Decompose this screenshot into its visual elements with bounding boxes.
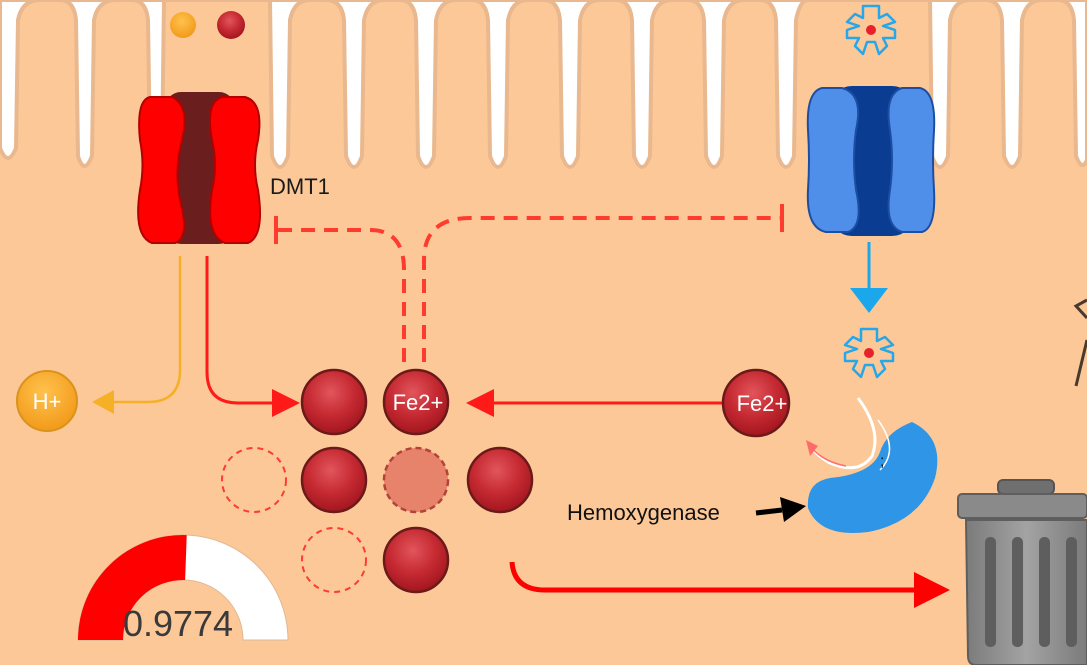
fe2-right-label: Fe2+ [737, 391, 788, 416]
heme-transporter [806, 86, 936, 236]
iron-pool-ball [300, 368, 368, 436]
inhibition-lines [278, 216, 780, 362]
gauge-fill [78, 535, 187, 640]
iron-pool-ball [382, 368, 450, 436]
heme-iron-arrowhead [466, 389, 494, 417]
hemoxygenase-enzyme [806, 397, 938, 533]
iron-pool-ball [300, 446, 368, 514]
lumen-heme-icon [845, 4, 897, 56]
fe2-center-label: Fe2+ [393, 390, 444, 415]
semicolon-label: ; [880, 453, 884, 470]
iron-pool-empty-slot [301, 527, 367, 593]
iron-pool [300, 368, 534, 594]
lumen-iron [217, 11, 245, 39]
heme-uptake-arrowhead [850, 288, 888, 313]
hemoxygenase-pointer [755, 497, 806, 522]
hemoxygenase-label: Hemoxygenase [567, 500, 720, 525]
gauge: 0.9774 [77, 534, 289, 644]
iron-loss-arrowhead [914, 572, 950, 608]
iron-pool-ball [382, 526, 450, 594]
lumen-proton [170, 12, 196, 38]
iron-influx-arrowhead [272, 389, 300, 417]
dmt1-transporter [137, 92, 261, 244]
dmt1-label: DMT1 [270, 174, 330, 199]
heme-derived-iron [721, 368, 791, 438]
trash-can-icon [957, 479, 1087, 665]
iron-pool-empty-slot [221, 447, 287, 513]
gauge-value: 0.9774 [123, 603, 233, 644]
iron-pool-ball-faded [382, 446, 450, 514]
proton-h-plus [16, 370, 78, 432]
iron-pool-ball [466, 446, 534, 514]
iron-loss-line [509, 561, 918, 593]
iron-influx-line [205, 256, 278, 405]
proton-efflux-arrowhead [92, 390, 114, 414]
cytosol-heme-icon [843, 327, 895, 379]
proton-label: H+ [33, 389, 62, 414]
offscreen-structure [1073, 298, 1087, 387]
proton-efflux-line [112, 256, 182, 404]
